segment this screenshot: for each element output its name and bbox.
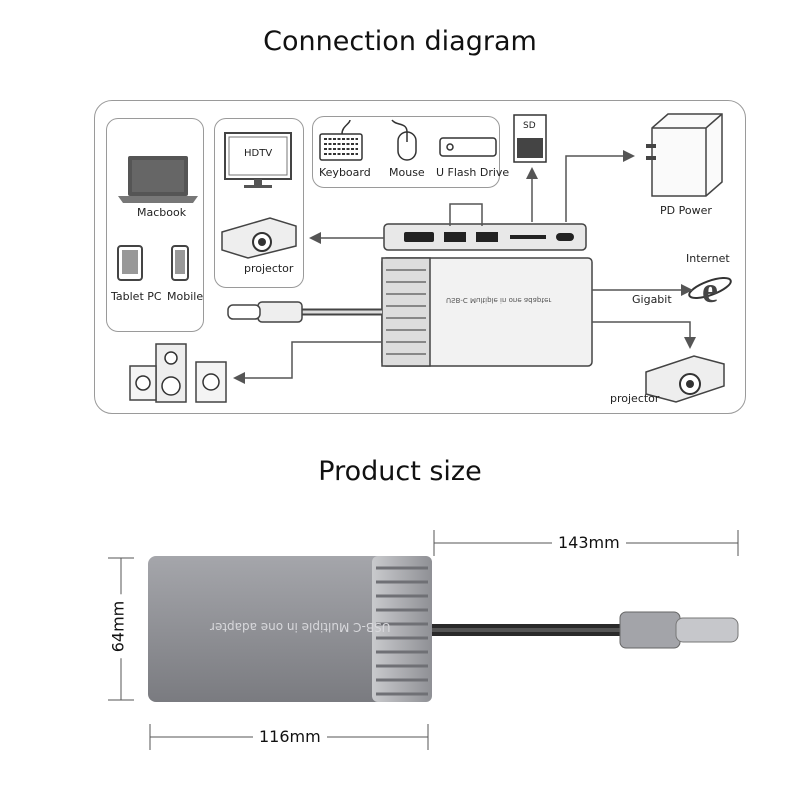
sd-card-label: SD: [523, 121, 536, 131]
projector-label-left: projector: [244, 262, 294, 275]
length-dimension: 143mm: [552, 533, 626, 552]
mouse-icon: [391, 119, 417, 161]
body-length-dimension: 116mm: [253, 727, 327, 746]
connection-diagram-title: Connection diagram: [263, 26, 537, 57]
laptop-icon: [118, 156, 198, 203]
computers-group-box: [106, 118, 204, 332]
hdtv-screen-label: HDTV: [244, 148, 273, 159]
monitor-icon: [224, 132, 292, 188]
sd-card-icon: [513, 114, 547, 163]
product-size-title: Product size: [318, 456, 482, 487]
mobile-icon: [171, 245, 189, 281]
mobile-label: Mobile: [167, 290, 204, 303]
keyboard-label: Keyboard: [319, 166, 371, 179]
usb-c-cable: [227, 301, 382, 323]
keyboard-icon: [319, 119, 363, 161]
tablet-icon: [117, 245, 143, 281]
flash-drive-icon: [439, 137, 497, 157]
projector-icon: [221, 217, 297, 259]
internet-icon: e: [688, 270, 732, 310]
projector-label-right: projector: [610, 392, 660, 405]
adapter-text-diagram: USB-C Multiple in one adapter: [446, 296, 552, 304]
macbook-label: Macbook: [137, 206, 187, 219]
hub-product-drawing: [148, 556, 739, 702]
flash-drive-label: U Flash Drive: [436, 166, 510, 179]
mouse-label: Mouse: [389, 166, 425, 179]
connection-arrows: [233, 150, 696, 384]
adapter-text-product: USB-C Multiple in one adapter: [210, 620, 391, 634]
tablet-pc-label: Tablet PC: [111, 290, 162, 303]
speakers-icon: [129, 343, 227, 403]
hub-top-view: [381, 257, 593, 367]
height-dimension: 64mm: [108, 594, 128, 659]
svg-text:e: e: [702, 270, 718, 310]
internet-label: Internet: [686, 252, 730, 265]
pd-power-label: PD Power: [660, 204, 712, 217]
power-adapter-icon: [646, 113, 723, 197]
projector-icon: [645, 355, 725, 403]
gigabit-label: Gigabit: [632, 293, 672, 306]
hub-port-side: [383, 223, 587, 251]
